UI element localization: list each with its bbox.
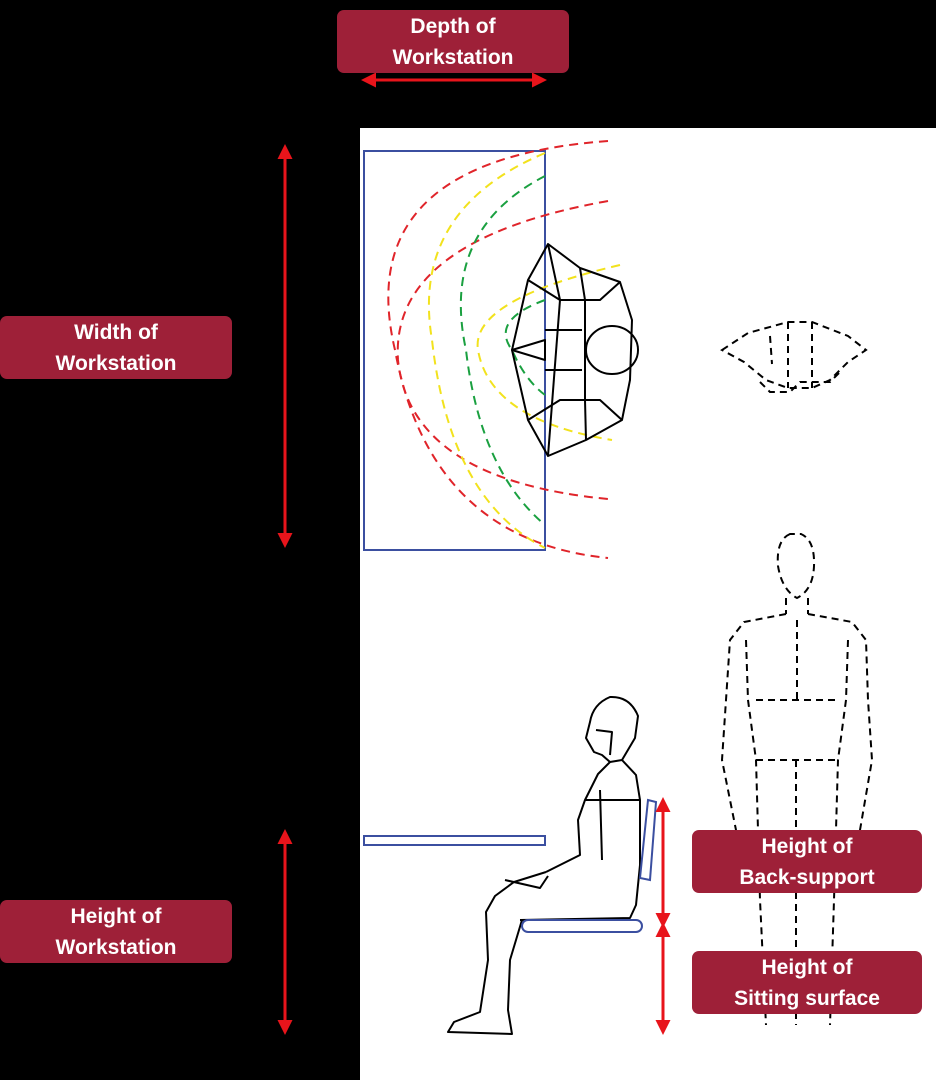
width-label-line-2: Workstation xyxy=(55,351,177,375)
reference-figure-top-view xyxy=(720,321,868,393)
chair-seat xyxy=(521,919,643,933)
reach-zone-inner xyxy=(459,175,546,526)
depth-of-workstation-label: Depth of Workstation xyxy=(337,10,569,73)
desk-top-side-view xyxy=(363,835,546,846)
depth-label-line-1: Depth of xyxy=(410,14,496,38)
height-of-back-support-label: Height of Back-support xyxy=(692,830,922,893)
sitting-surface-line-1: Height of xyxy=(761,955,853,979)
height-of-workstation-label: Height of Workstation xyxy=(0,900,232,963)
sitting-surface-line-2: Sitting surface xyxy=(734,986,880,1010)
width-of-workstation-label: Width of Workstation xyxy=(0,316,232,379)
reach-zone-outer xyxy=(387,140,609,559)
width-label-line-1: Width of xyxy=(74,320,158,344)
chair-back-support xyxy=(638,798,658,882)
drawing-panel xyxy=(360,128,936,1080)
height-workstation-line-2: Workstation xyxy=(55,935,177,959)
height-of-sitting-surface-label: Height of Sitting surface xyxy=(692,951,922,1014)
worker-top-view xyxy=(511,243,639,457)
height-workstation-line-1: Height of xyxy=(70,904,162,928)
back-support-line-2: Back-support xyxy=(739,865,875,889)
worker-side-view xyxy=(447,695,641,1035)
back-support-line-1: Height of xyxy=(761,834,853,858)
depth-label-line-2: Workstation xyxy=(392,45,514,69)
